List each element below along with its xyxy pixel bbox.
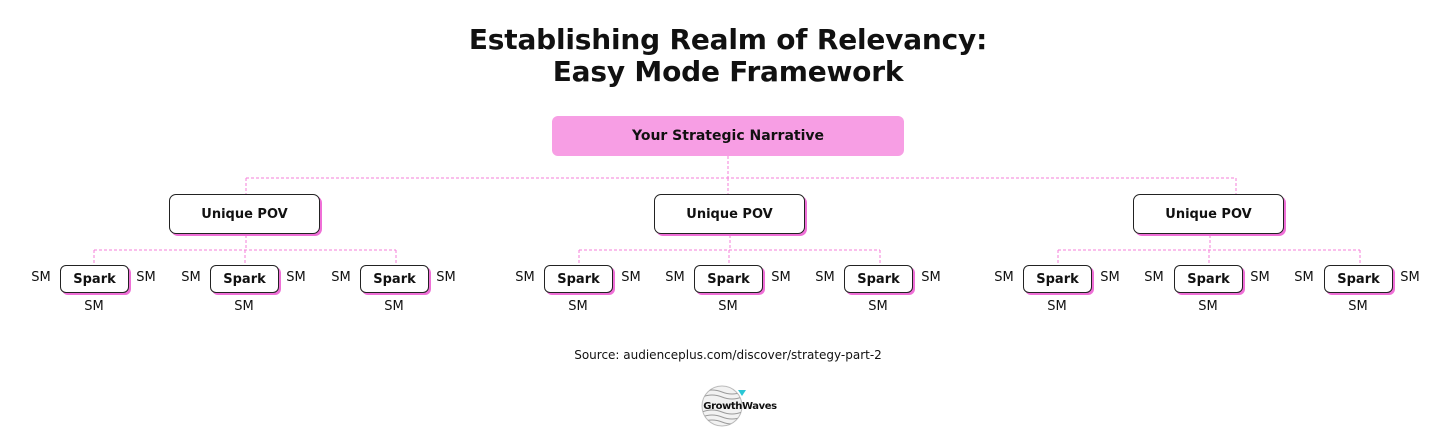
- sm-label-left: SM: [515, 270, 535, 285]
- sm-label-left: SM: [1294, 270, 1314, 285]
- sm-label-below: SM: [568, 299, 588, 314]
- unique-pov-node-1: Unique POV: [169, 194, 320, 234]
- spark-node: Spark: [360, 265, 429, 293]
- title-line-1: Establishing Realm of Relevancy:: [468, 23, 988, 56]
- sm-label-right: SM: [136, 270, 156, 285]
- spark-node: Spark: [844, 265, 913, 293]
- sm-label-below: SM: [1198, 299, 1218, 314]
- sm-label-below: SM: [234, 299, 254, 314]
- sm-label-right: SM: [621, 270, 641, 285]
- spark-node: Spark: [1023, 265, 1092, 293]
- spark-node: Spark: [694, 265, 763, 293]
- sm-label-right: SM: [286, 270, 306, 285]
- sm-label-left: SM: [1144, 270, 1164, 285]
- sm-label-right: SM: [921, 270, 941, 285]
- sm-label-left: SM: [815, 270, 835, 285]
- wave-globe-icon: [701, 385, 746, 427]
- sm-label-left: SM: [181, 270, 201, 285]
- sm-label-below: SM: [868, 299, 888, 314]
- title-line-2: Easy Mode Framework: [552, 55, 904, 88]
- sm-label-right: SM: [436, 270, 456, 285]
- sm-label-right: SM: [1400, 270, 1420, 285]
- sm-label-left: SM: [665, 270, 685, 285]
- sm-label-below: SM: [718, 299, 738, 314]
- sm-label-below: SM: [1047, 299, 1067, 314]
- growthwaves-logo: GrowthWaves: [700, 384, 780, 428]
- sm-label-below: SM: [1348, 299, 1368, 314]
- spark-node: Spark: [1174, 265, 1243, 293]
- strategic-narrative-node: Your Strategic Narrative: [552, 116, 904, 156]
- sm-label-below: SM: [84, 299, 104, 314]
- sm-label-left: SM: [31, 270, 51, 285]
- spark-node: Spark: [544, 265, 613, 293]
- spark-node: Spark: [60, 265, 129, 293]
- sm-label-right: SM: [771, 270, 791, 285]
- page-title: Establishing Realm of Relevancy: Easy Mo…: [0, 24, 1456, 88]
- sm-label-below: SM: [384, 299, 404, 314]
- source-caption: Source: audienceplus.com/discover/strate…: [574, 348, 882, 362]
- spark-node: Spark: [210, 265, 279, 293]
- unique-pov-node-3: Unique POV: [1133, 194, 1284, 234]
- spark-node: Spark: [1324, 265, 1393, 293]
- sm-label-left: SM: [994, 270, 1014, 285]
- unique-pov-node-2: Unique POV: [654, 194, 805, 234]
- logo-wordmark: GrowthWaves: [703, 401, 777, 412]
- sm-label-right: SM: [1250, 270, 1270, 285]
- sm-label-right: SM: [1100, 270, 1120, 285]
- sm-label-left: SM: [331, 270, 351, 285]
